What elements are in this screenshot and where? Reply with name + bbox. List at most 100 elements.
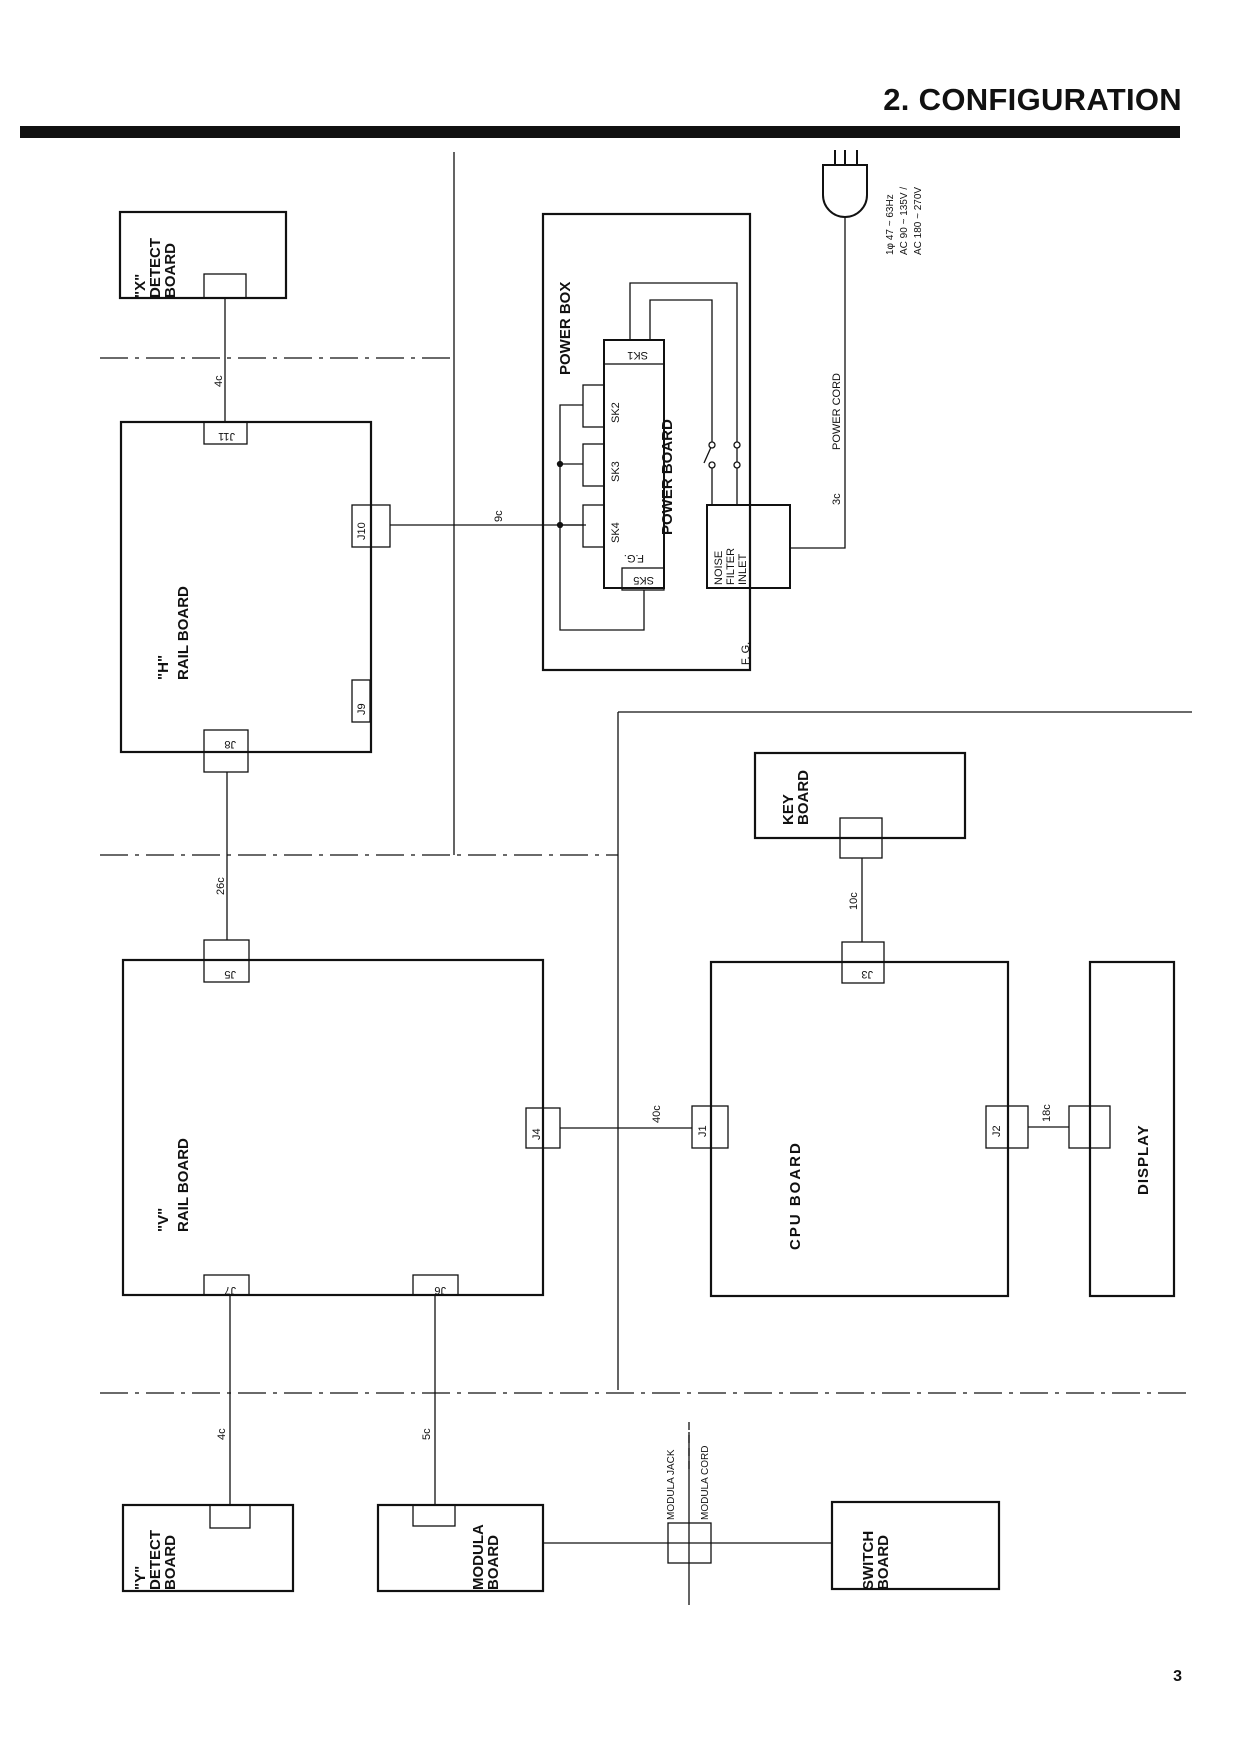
switch-a-contact-top	[708, 441, 716, 449]
wire-sk1-b	[649, 299, 713, 445]
noise-filter-inlet	[706, 504, 791, 589]
noise-filter-label-1: NOISE	[713, 551, 725, 585]
sk5-label: SK5	[633, 574, 654, 586]
title-rule	[20, 126, 1180, 138]
sk1-label: SK1	[627, 349, 648, 361]
power-box-label: POWER BOX	[557, 282, 574, 375]
switch-b-contact-top	[733, 441, 741, 449]
j7-label: J7	[224, 1284, 236, 1296]
connector-j3	[841, 941, 885, 984]
wire-cpu-to-display-label: 18c	[1041, 1104, 1053, 1122]
connector-sk2	[582, 384, 605, 428]
v-rail-board	[121, 958, 545, 1297]
modula-connector	[412, 1504, 456, 1527]
page-number: 3	[1173, 1668, 1182, 1685]
power-box	[541, 212, 752, 672]
display-unit	[1088, 960, 1176, 1298]
x-detect-board	[118, 210, 288, 300]
j11-label: J11	[218, 430, 235, 442]
y-detect-label-1: "Y"	[132, 1566, 149, 1590]
wire-v-to-y-label: 4c	[216, 1428, 228, 1440]
x-detect-label-1: "X"	[132, 274, 149, 298]
wire-v-to-modula-label: 5c	[421, 1428, 433, 1440]
power-spec-line-2: AC 90 ~ 135V /	[899, 187, 910, 255]
switch-board	[830, 1500, 1001, 1591]
cpu-label: CPU BOARD	[787, 1141, 804, 1250]
h-rail-board	[119, 420, 373, 754]
j1-label: J1	[697, 1125, 709, 1137]
wire-h-to-power-label: 9c	[493, 510, 505, 522]
connector-j11	[203, 421, 248, 445]
wire-key-to-cpu-label: 10c	[848, 892, 860, 910]
h-rail-label-2: RAIL BOARD	[175, 586, 192, 680]
modula-label-2: BOARD	[485, 1535, 502, 1590]
key-connector	[839, 817, 883, 859]
sk2-label: SK2	[610, 402, 622, 423]
modula-jack-label: MODULA JACK	[666, 1449, 677, 1520]
junction-1	[556, 460, 564, 468]
noise-filter-label-3: INLET	[737, 554, 749, 585]
key-label-1: KEY	[780, 794, 797, 825]
modula-board	[376, 1503, 545, 1593]
power-board-label: POWER BOARD	[659, 419, 676, 535]
connector-j7	[203, 1274, 250, 1296]
y-detect-connector	[209, 1504, 251, 1529]
connector-sk4	[582, 504, 605, 548]
modula-label-1: MODULA	[470, 1524, 487, 1590]
display-label: DISPLAY	[1135, 1124, 1152, 1195]
fg-box-label: F. G.	[740, 642, 752, 665]
junction-2	[556, 521, 564, 529]
power-plug-icon	[822, 164, 868, 218]
display-connector	[1068, 1105, 1111, 1149]
wire-power-cord	[790, 218, 846, 549]
key-label-2: BOARD	[795, 770, 812, 825]
switch-label-1: SWITCH	[860, 1531, 877, 1590]
j8-label: J8	[224, 738, 236, 750]
connector-j1	[691, 1105, 729, 1149]
connector-sk5	[621, 567, 665, 591]
modula-cord-label: MODULA CORD	[700, 1446, 711, 1520]
y-detect-board	[121, 1503, 295, 1593]
noise-filter-label-2: FILTER	[725, 548, 737, 585]
j6-label: J6	[434, 1284, 446, 1296]
key-board	[753, 751, 967, 840]
x-detect-connector	[203, 273, 247, 299]
sk3-label: SK3	[610, 461, 622, 482]
connector-sk1	[603, 339, 665, 365]
switch-label-2: BOARD	[875, 1535, 892, 1590]
h-rail-label-1: "H"	[155, 655, 172, 680]
j5-label: J5	[224, 968, 236, 980]
connector-sk3	[582, 443, 605, 487]
connector-j8	[203, 729, 249, 773]
wire-x-to-h-label: 4c	[213, 375, 225, 387]
j3-label: J3	[861, 968, 873, 980]
j9-label: J9	[356, 703, 368, 715]
switch-b-contact-bot	[733, 461, 741, 469]
wire-sk-bus	[559, 404, 645, 631]
cpu-board	[709, 960, 1010, 1298]
switch-a-contact-bot	[708, 461, 716, 469]
power-spec-line-3: AC 180 ~ 270V	[913, 187, 924, 255]
power-spec-line-1: 1φ 47 ~ 63Hz	[885, 194, 896, 255]
y-detect-label-2: DETECT	[147, 1530, 164, 1590]
sk4-label: SK4	[610, 522, 622, 543]
j4-label: J4	[531, 1128, 543, 1140]
wire-v-to-cpu-label: 40c	[651, 1105, 663, 1123]
j10-label: J10	[356, 522, 368, 540]
x-detect-label-2: DETECT	[147, 238, 164, 298]
x-detect-label-3: BOARD	[162, 243, 179, 298]
wire-h-to-v-label: 26c	[215, 877, 227, 895]
j2-label: J2	[991, 1125, 1003, 1137]
connector-j9	[351, 679, 371, 723]
wire-sk1-a	[629, 282, 738, 445]
connector-j5	[203, 939, 250, 983]
y-detect-label-3: BOARD	[162, 1535, 179, 1590]
v-rail-label-2: RAIL BOARD	[175, 1138, 192, 1232]
fg-power-board-label: F.G.	[624, 552, 644, 564]
page-title: 2. CONFIGURATION	[883, 82, 1182, 117]
connector-j10	[351, 504, 391, 548]
power-cord-label: POWER CORD	[831, 373, 843, 450]
power-cord-count-label: 3c	[831, 493, 843, 505]
v-rail-label-1: "V"	[155, 1208, 172, 1232]
